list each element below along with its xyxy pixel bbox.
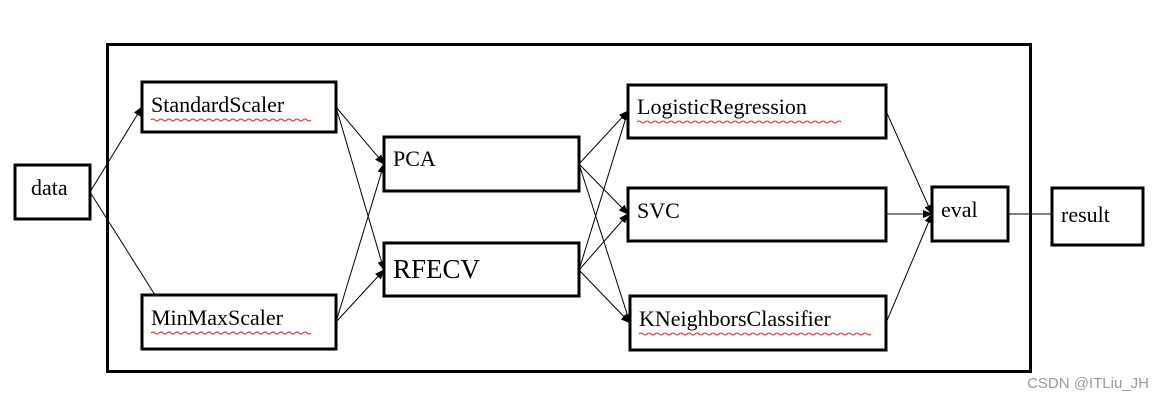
- spellcheck-underline: [636, 120, 842, 124]
- node-kneighbors-classifier-box: [628, 294, 888, 352]
- node-data-label: data: [31, 175, 68, 200]
- edge-rfecv-to-logistic-regression: [578, 110, 630, 271]
- node-result: result: [1050, 186, 1145, 247]
- edge-data-to-minmax-scaler: [89, 191, 156, 296]
- node-rfecv: RFECV: [382, 241, 581, 298]
- node-svc: SVC: [626, 186, 888, 243]
- node-svc-box: [626, 186, 888, 243]
- node-data: data: [13, 163, 92, 221]
- node-kneighbors-classifier: KNeighborsClassifier: [628, 294, 888, 352]
- node-standard-scaler-box: [140, 80, 338, 134]
- node-logistic-regression: LogisticRegression: [626, 83, 888, 140]
- node-rfecv-box: [382, 241, 581, 298]
- edge-logistic-regression-to-eval: [885, 110, 933, 215]
- edge-standard-scaler-to-rfecv: [335, 106, 386, 271]
- node-kneighbors-classifier-label: KNeighborsClassifier: [639, 306, 832, 331]
- pipeline-container: [106, 43, 1032, 373]
- edge-minmax-scaler-to-rfecv: [335, 269, 385, 323]
- spellcheck-underline: [638, 332, 872, 336]
- edge-pca-to-kneighbors-classifier: [578, 163, 632, 324]
- node-standard-scaler: StandardScaler: [140, 80, 338, 134]
- node-result-label: result: [1061, 202, 1110, 227]
- node-svc-label: SVC: [637, 198, 680, 223]
- node-result-box: [1050, 186, 1145, 247]
- node-data-box: [13, 163, 92, 221]
- edge-standard-scaler-to-pca: [335, 106, 385, 165]
- node-pca-box: [382, 135, 581, 193]
- edge-minmax-scaler-to-pca: [335, 163, 386, 323]
- edge-data-to-standard-scaler: [89, 106, 143, 193]
- node-minmax-scaler-label: MinMaxScaler: [151, 305, 284, 330]
- node-minmax-scaler: MinMaxScaler: [140, 293, 338, 351]
- node-minmax-scaler-box: [140, 293, 338, 351]
- node-logistic-regression-box: [626, 83, 888, 140]
- edge-pca-to-logistic-regression: [578, 110, 629, 165]
- edges-layer: [89, 106, 1052, 324]
- node-eval-label: eval: [941, 197, 978, 222]
- spellcheck-underline: [150, 118, 312, 122]
- node-eval-box: [930, 185, 1010, 243]
- edge-kneighbors-classifier-to-eval: [885, 213, 933, 324]
- node-logistic-regression-label: LogisticRegression: [637, 94, 807, 119]
- edge-rfecv-to-kneighbors-classifier: [578, 269, 631, 324]
- node-standard-scaler-label: StandardScaler: [151, 92, 285, 117]
- watermark: CSDN @ITLiu_JH: [1027, 375, 1149, 392]
- spellcheck-underline: [150, 331, 312, 335]
- edge-rfecv-to-svc: [578, 213, 629, 271]
- node-pca: PCA: [382, 135, 581, 193]
- node-rfecv-label: RFECV: [393, 254, 481, 284]
- node-pca-label: PCA: [393, 146, 436, 171]
- node-eval: eval: [930, 185, 1010, 243]
